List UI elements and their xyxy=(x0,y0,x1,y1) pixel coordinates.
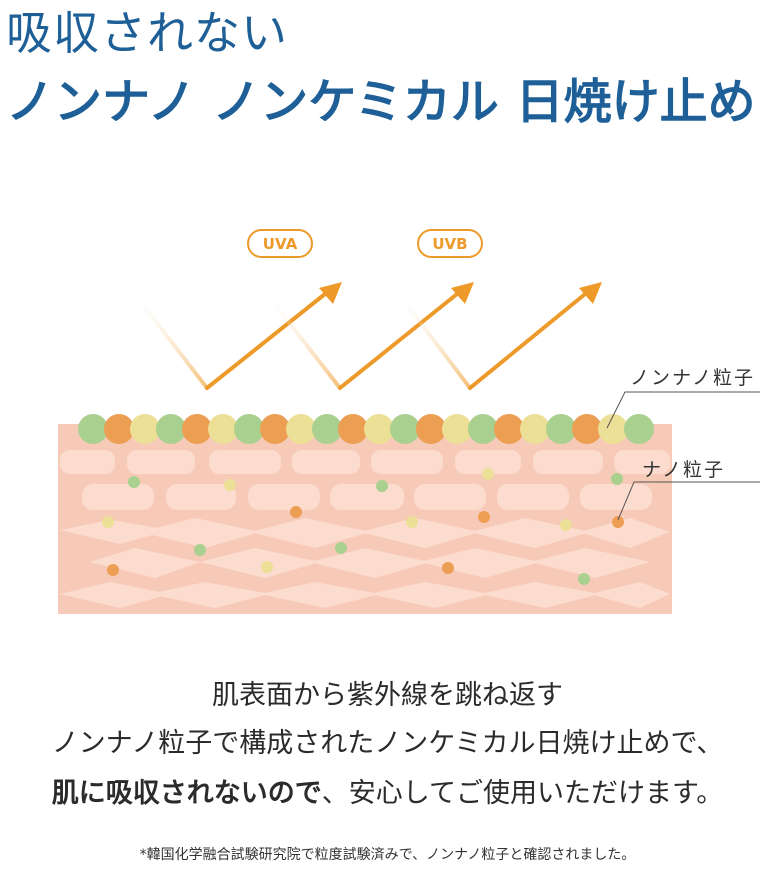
skin-cells xyxy=(60,450,670,608)
callout-nano: ナノ粒子 xyxy=(617,459,760,521)
arrow-heads xyxy=(319,282,602,304)
footnote: *韓国化学融合試験研究院で粒度試験済みで、ノンナノ粒子と確認されました。 xyxy=(139,847,636,863)
body-line-2: ノンナノ粒子で構成されたノンケミカル日焼け止めで、 xyxy=(51,728,724,759)
arrow-head-icon xyxy=(319,282,342,304)
callout-nonnano-label: ノンナノ粒子 xyxy=(630,367,755,389)
body-line-3-rest: 、安心してご使用いただけます。 xyxy=(321,778,724,809)
arrow-head-icon xyxy=(579,282,602,304)
body-line-3: 肌に吸収されないので、安心してご使用いただけます。 xyxy=(0,770,775,818)
uva-badge: UVA xyxy=(247,229,313,258)
ray-incoming-1 xyxy=(128,286,209,390)
ray-incoming-3 xyxy=(392,286,472,390)
ray-reflect-2 xyxy=(338,288,464,390)
non-nano-particles xyxy=(78,414,654,444)
callout-nano-label: ナノ粒子 xyxy=(642,459,725,481)
headline-sub: 吸収されない xyxy=(6,6,288,60)
headline-main: ノンナノ ノンケミカル 日焼け止め xyxy=(6,74,756,130)
arrow-head-icon xyxy=(451,282,474,304)
body-line-1: 肌表面から紫外線を跳ね返す xyxy=(212,680,563,711)
uvb-label: UVB xyxy=(432,235,467,253)
uvb-badge: UVB xyxy=(417,229,483,258)
nano-particles xyxy=(102,468,624,585)
uv-rays xyxy=(128,286,592,390)
uva-label: UVA xyxy=(263,235,298,253)
ray-incoming-2 xyxy=(260,286,342,390)
callout-nonnano: ノンナノ粒子 xyxy=(606,367,760,429)
body-line-3-bold: 肌に吸収されないので xyxy=(51,778,322,809)
ray-reflect-3 xyxy=(468,288,592,390)
ray-reflect-1 xyxy=(205,288,332,390)
skin-uv-diagram: UVA UVB ノンナノ粒子 ナノ粒子 xyxy=(58,229,760,614)
